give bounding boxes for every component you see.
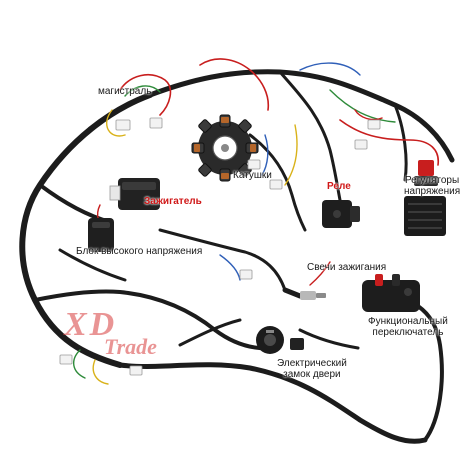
label-svechi: Свечи зажигания bbox=[307, 262, 387, 273]
label-zamok-line-1: Электрический bbox=[277, 358, 347, 369]
spark-plug bbox=[282, 287, 326, 300]
label-zazhigatel: Зажигатель bbox=[144, 196, 202, 207]
connectors bbox=[59, 117, 381, 376]
label-regulatory: Регуляторы напряжения bbox=[404, 175, 460, 197]
main-harness bbox=[19, 69, 455, 444]
ignition-lock bbox=[256, 326, 304, 354]
label-funk-line-2: переключатель bbox=[372, 327, 444, 338]
label-zamok-line-2: замок двери bbox=[283, 369, 341, 380]
label-katushki: Катушки bbox=[233, 170, 272, 181]
watermark-logo: XD Trade bbox=[64, 308, 157, 358]
label-regulatory-line-2: напряжения bbox=[404, 186, 461, 197]
relay bbox=[322, 200, 360, 228]
colored-wires bbox=[73, 58, 439, 385]
label-rele: Реле bbox=[327, 181, 351, 192]
label-magistral: магистраль bbox=[98, 86, 152, 97]
voltage-regulator bbox=[404, 160, 446, 236]
label-funk-line-1: Функциональный bbox=[368, 316, 448, 327]
high-voltage-block bbox=[88, 218, 114, 252]
label-blok: Блок высокого напряжения bbox=[76, 246, 203, 257]
stator-coil bbox=[191, 114, 259, 182]
cdi-igniter bbox=[109, 178, 160, 210]
watermark-line-1: XD bbox=[64, 306, 118, 343]
watermark-line-2: Trade bbox=[104, 334, 157, 359]
label-regulatory-line-1: Регуляторы bbox=[404, 175, 460, 186]
label-zamok: Электрический замок двери bbox=[277, 358, 347, 380]
function-switch bbox=[362, 274, 420, 312]
label-funk: Функциональный переключатель bbox=[368, 316, 448, 338]
